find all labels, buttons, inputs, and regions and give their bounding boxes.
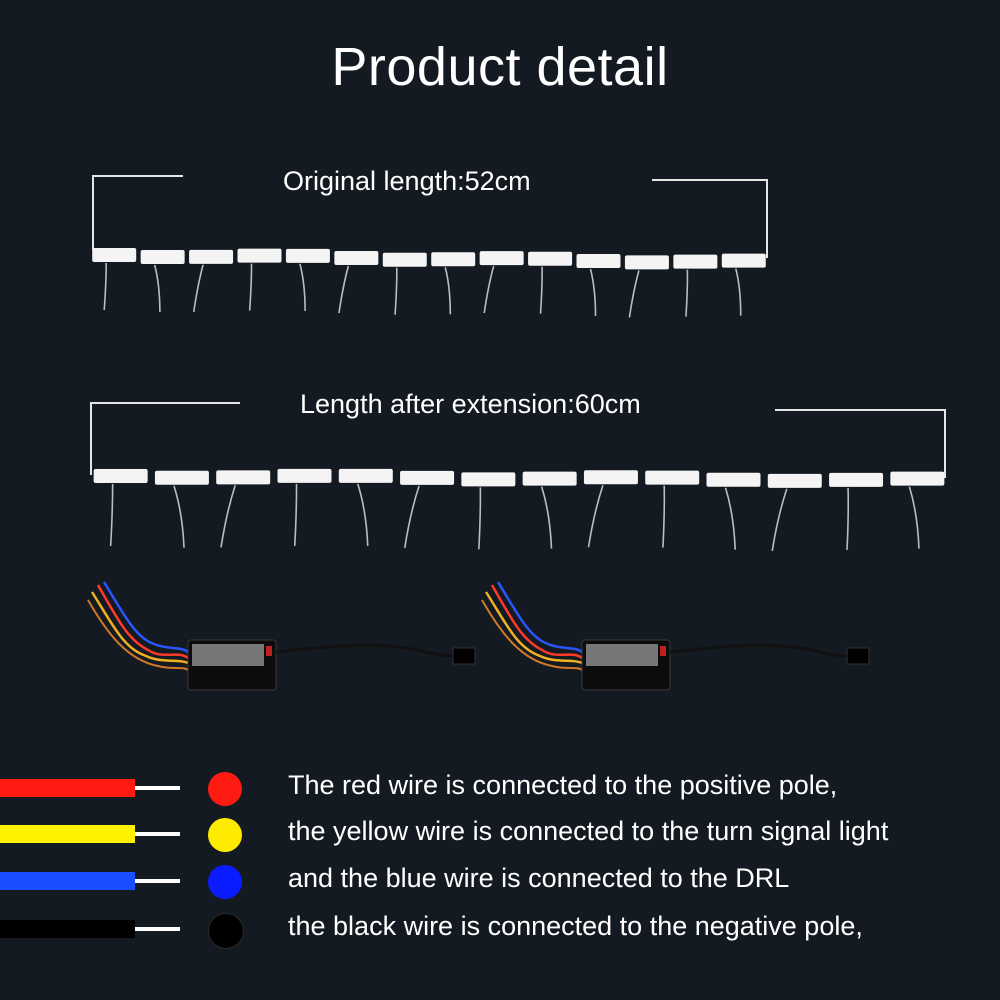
legend-row-blue: and the blue wire is connected to the DR… <box>0 857 1000 905</box>
led-segment <box>216 470 271 485</box>
led-segment <box>285 248 330 263</box>
led-segment <box>583 470 638 485</box>
led-segment <box>93 469 148 483</box>
legend-text: and the blue wire is connected to the DR… <box>288 863 790 893</box>
led-segment <box>338 468 393 483</box>
legend-text: the black wire is connected to the negat… <box>288 911 863 941</box>
led-wire <box>357 483 369 546</box>
original-length-bracket <box>92 175 768 258</box>
controller-module-right <box>481 581 870 691</box>
legend-text: the yellow wire is connected to the turn… <box>288 816 889 846</box>
led-wire <box>173 485 185 548</box>
extended-length-label: Length after extension:60cm <box>300 389 641 419</box>
led-wire <box>587 484 604 548</box>
led-strip-original <box>92 248 766 318</box>
led-wire <box>192 264 204 312</box>
legend-row-yellow: the yellow wire is connected to the turn… <box>0 810 1000 858</box>
black-wire-swatch <box>0 920 135 938</box>
original-length-label: Original length:52cm <box>283 166 531 196</box>
page-title: Product detail <box>331 37 669 97</box>
led-wire <box>735 268 742 316</box>
controller-module-left <box>87 581 476 691</box>
led-wire <box>908 486 920 549</box>
blue-wire-swatch <box>0 872 135 890</box>
led-wire <box>109 483 114 547</box>
led-segment <box>528 251 573 266</box>
led-segment <box>479 251 524 266</box>
led-wire <box>338 265 350 314</box>
product-illustration <box>87 175 946 691</box>
led-segment <box>382 252 427 267</box>
led-wire <box>248 263 253 311</box>
led-wire <box>153 264 161 312</box>
led-wire <box>846 487 850 550</box>
led-segment <box>154 470 209 485</box>
red-wire-swatch <box>0 779 135 797</box>
led-wire <box>662 485 666 548</box>
led-segment <box>334 251 379 266</box>
yellow-wire-swatch <box>0 825 135 843</box>
wire-lead <box>135 879 180 883</box>
led-wire <box>293 483 298 546</box>
led-segment <box>645 470 700 485</box>
led-segment <box>673 254 718 269</box>
led-segment <box>706 472 761 487</box>
led-wire <box>299 263 306 311</box>
led-wire <box>478 487 482 550</box>
led-wire <box>685 269 689 317</box>
blue-dot-icon <box>208 865 242 899</box>
led-wire <box>483 265 495 314</box>
legend-text: The red wire is connected to the positiv… <box>288 770 838 800</box>
led-wire <box>444 267 452 315</box>
led-wire <box>220 485 236 548</box>
led-segment <box>829 472 884 487</box>
led-segment <box>140 249 185 264</box>
led-segment <box>431 252 476 267</box>
led-segment <box>576 254 621 269</box>
yellow-dot-icon <box>208 818 242 852</box>
led-wire <box>589 268 597 317</box>
legend-row-black: the black wire is connected to the negat… <box>0 905 1000 953</box>
led-wire <box>771 488 788 551</box>
wire-lead <box>135 832 180 836</box>
led-segment <box>92 248 137 262</box>
led-wire <box>403 485 420 548</box>
led-wire <box>539 266 543 314</box>
led-segment <box>767 473 822 488</box>
led-wire <box>540 486 553 549</box>
led-segment <box>237 248 282 263</box>
wire-lead <box>135 927 180 931</box>
led-segment <box>277 468 332 483</box>
led-segment <box>400 470 455 485</box>
led-segment <box>189 249 234 264</box>
led-wire <box>103 262 108 311</box>
led-strip-extended <box>93 468 945 551</box>
led-wire <box>724 487 737 550</box>
led-segment <box>461 472 516 487</box>
black-dot-icon <box>208 913 244 949</box>
led-wire <box>628 270 640 318</box>
legend-row-red: The red wire is connected to the positiv… <box>0 764 1000 812</box>
led-segment <box>522 471 577 486</box>
led-segment <box>624 255 669 270</box>
led-segment <box>890 471 945 486</box>
led-wire <box>394 267 398 315</box>
wire-lead <box>135 786 180 790</box>
extended-length-bracket <box>90 402 946 478</box>
led-segment <box>721 253 766 268</box>
red-dot-icon <box>208 772 242 806</box>
